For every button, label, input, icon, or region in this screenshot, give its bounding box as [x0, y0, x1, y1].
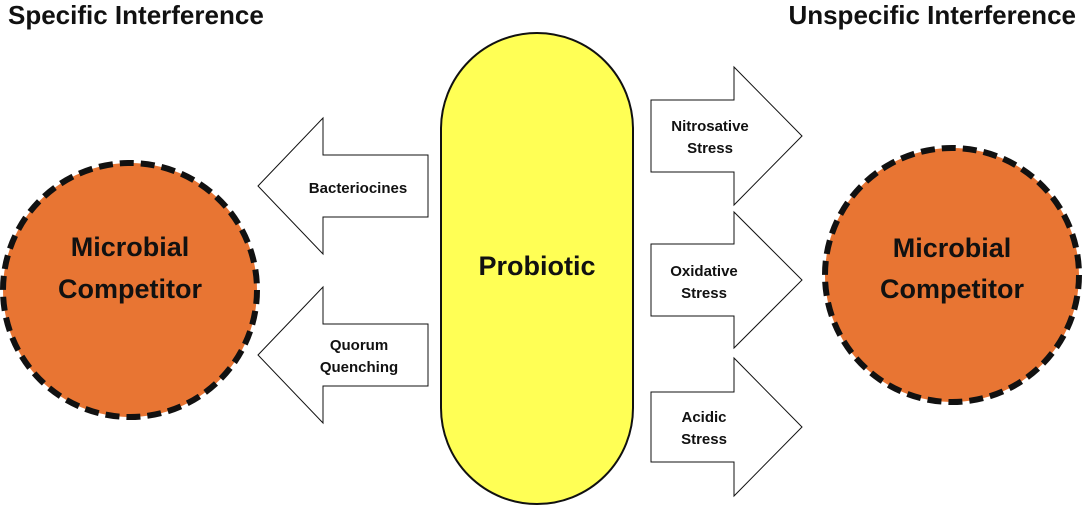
probiotic-label: Probiotic — [478, 251, 595, 281]
arrow-label-acidic-line1: Acidic — [681, 409, 726, 426]
arrow-quorum-quenching: Quorum Quenching — [257, 285, 429, 425]
arrow-label-nitrosative-line2: Stress — [687, 140, 733, 157]
probiotic-shape — [440, 32, 634, 505]
arrow-label-quorum-line2: Quenching — [320, 359, 398, 376]
arrow-label-acidic-line2: Stress — [681, 431, 727, 448]
arrow-shape-bacteriocines — [257, 116, 429, 256]
competitor-circle-right — [822, 145, 1082, 405]
arrow-oxidative-stress: Oxidative Stress — [650, 210, 803, 350]
arrow-label-nitrosative-line1: Nitrosative — [671, 118, 749, 135]
competitor-right-line2: Competitor — [880, 274, 1024, 304]
arrow-shape-oxidative — [650, 210, 803, 350]
arrow-label-quorum-line1: Quorum — [330, 337, 388, 354]
arrow-label-oxidative-line2: Stress — [681, 285, 727, 302]
arrow-shape-quorum-quenching — [257, 285, 429, 425]
competitor-right-line1: Microbial — [893, 233, 1012, 263]
arrow-label-bacteriocines: Bacteriocines — [309, 180, 407, 197]
arrow-shape-nitrosative — [650, 65, 803, 207]
arrow-bacteriocines: Bacteriocines — [257, 116, 429, 256]
arrow-label-oxidative-line1: Oxidative — [670, 263, 738, 280]
heading-specific-interference: Specific Interference — [8, 0, 264, 30]
heading-unspecific-interference: Unspecific Interference — [788, 0, 1076, 30]
arrow-shape-acidic — [650, 356, 803, 498]
arrow-nitrosative-stress: Nitrosative Stress — [650, 65, 803, 207]
competitor-left-line1: Microbial — [71, 232, 190, 262]
probiotic-capsule: Probiotic — [440, 32, 634, 505]
microbial-competitor-right: Microbial Competitor — [822, 145, 1082, 405]
arrow-acidic-stress: Acidic Stress — [650, 356, 803, 498]
competitor-left-line2: Competitor — [58, 274, 202, 304]
microbial-competitor-left: Microbial Competitor — [0, 160, 260, 420]
competitor-circle-left — [0, 160, 260, 420]
